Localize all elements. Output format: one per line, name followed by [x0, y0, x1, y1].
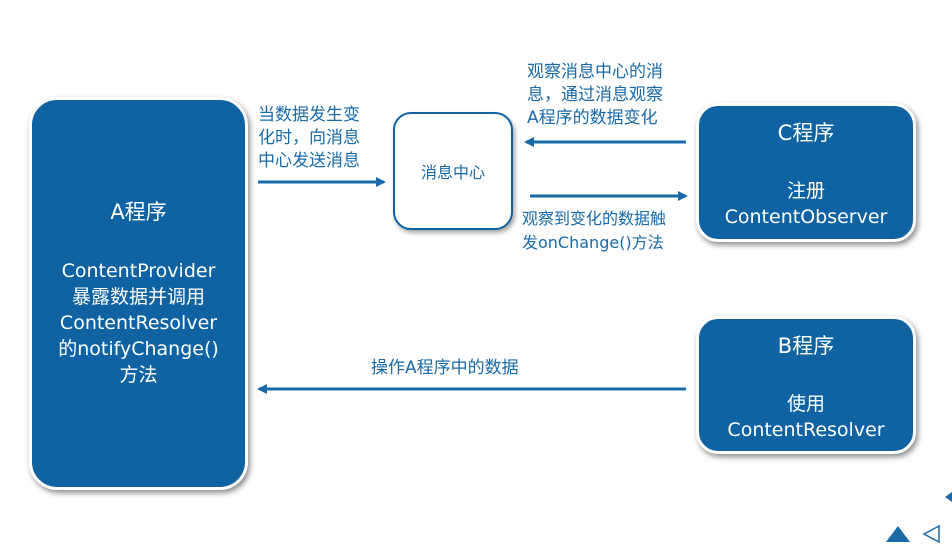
- node-a-title: A程序: [110, 200, 167, 224]
- edge-label-b-to-a: 操作A程序中的数据: [371, 357, 519, 380]
- edge-label-line: 发onChange()方法: [522, 233, 664, 252]
- node-b-program: B程序 使用 ContentResolver: [696, 316, 916, 454]
- node-c-line: ContentObserver: [724, 206, 888, 228]
- triangle-left-outline-icon[interactable]: [920, 524, 942, 544]
- triangle-up-icon[interactable]: [884, 524, 912, 544]
- edge-label-line: A程序的数据变化: [527, 108, 658, 128]
- node-message-center-label: 消息中心: [420, 163, 485, 182]
- node-c-description: 注册 ContentObserver: [699, 178, 913, 230]
- node-a-line: 的notifyChange(): [58, 338, 219, 360]
- edge-label-line: 化时，向消息: [258, 128, 360, 148]
- edge-label-line: 观察消息中心的消: [527, 62, 663, 82]
- node-c-title: C程序: [777, 121, 835, 145]
- node-a-line: ContentResolver: [59, 312, 218, 334]
- edge-label-c-to-hub: 观察消息中心的消 息，通过消息观察 A程序的数据变化: [527, 61, 663, 130]
- triangle-left-icon[interactable]: [944, 491, 952, 503]
- node-a-line: 暴露数据并调用: [71, 286, 205, 308]
- edge-label-line: 息，通过消息观察: [527, 85, 663, 105]
- node-b-title: B程序: [777, 334, 835, 358]
- node-c-program: C程序 注册 ContentObserver: [696, 103, 916, 242]
- node-a-description: ContentProvider 暴露数据并调用 ContentResolver …: [32, 258, 245, 388]
- node-a-line: ContentProvider: [61, 260, 216, 282]
- node-b-line: 使用: [786, 393, 825, 415]
- edge-label-hub-to-c: 观察到变化的数据触 发onChange()方法: [522, 207, 666, 255]
- edge-label-line: 当数据发生变: [258, 105, 360, 125]
- node-message-center: 消息中心: [393, 112, 513, 230]
- edge-label-text: 操作A程序中的数据: [371, 358, 519, 378]
- node-a-line: 方法: [119, 364, 158, 386]
- edge-label-a-to-hub: 当数据发生变 化时，向消息 中心发送消息: [258, 104, 360, 173]
- edge-label-line: 中心发送消息: [258, 151, 360, 171]
- node-a-program: A程序 ContentProvider 暴露数据并调用 ContentResol…: [29, 97, 248, 490]
- edge-label-line: 观察到变化的数据触: [522, 209, 667, 228]
- node-b-line: ContentResolver: [727, 419, 885, 441]
- node-c-line: 注册: [786, 180, 825, 202]
- node-b-description: 使用 ContentResolver: [699, 391, 913, 443]
